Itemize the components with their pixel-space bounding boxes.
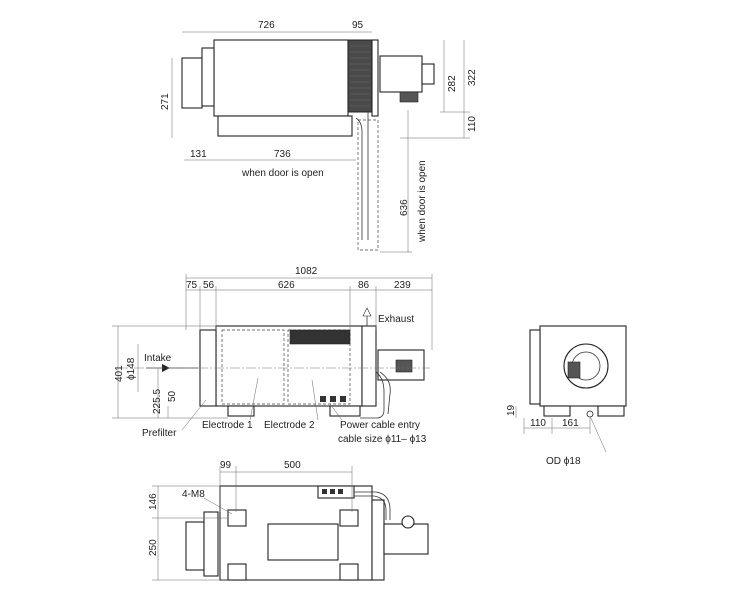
dim-282: 282: [447, 75, 458, 92]
label-electrode-2: Electrode 2: [264, 420, 315, 431]
dim-636: 636: [399, 199, 410, 216]
side-motor-box: [567, 361, 581, 379]
dim-736: 736: [274, 149, 291, 160]
dim-161: 161: [562, 418, 579, 429]
top-motor-cap: [421, 63, 435, 85]
label-power-cable-entry: Power cable entry: [340, 420, 420, 431]
door-swing-outline: [357, 119, 379, 251]
side-door-panel: [529, 329, 541, 405]
side-foot-left: [543, 405, 571, 417]
dim-110-side: 110: [530, 418, 546, 429]
dim-225-5: 225.5: [152, 389, 163, 414]
dim-56: 56: [203, 280, 215, 291]
top-intake-duct: [181, 57, 203, 109]
drain-port: [586, 410, 594, 418]
dim-86: 86: [358, 280, 370, 291]
top-main-body: [213, 39, 349, 117]
top-cable-pipe: [355, 112, 369, 240]
dim-99: 99: [220, 460, 232, 471]
dim-phi148: ϕ148: [126, 357, 137, 380]
bottom-fan-motor: [383, 523, 429, 555]
bottom-cable-pipe: [354, 491, 391, 520]
label-4-m8: 4-M8: [182, 489, 205, 500]
foot-pad-1: [227, 509, 247, 527]
dim-146: 146: [148, 493, 159, 510]
dim-75: 75: [186, 280, 198, 291]
dim-726: 726: [258, 20, 275, 31]
bottom-motor-cap: [401, 515, 415, 529]
dim-110: 110: [467, 116, 478, 132]
label-prefilter: Prefilter: [142, 428, 177, 439]
dim-95: 95: [352, 20, 364, 31]
top-fan-motor: [379, 55, 423, 93]
bottom-intake-duct: [185, 521, 205, 571]
dim-131: 131: [190, 149, 207, 160]
bottom-view: 99 500 146 250 4-M8: [148, 460, 429, 581]
top-base-rail: [217, 115, 353, 137]
label-electrode-1: Electrode 1: [202, 420, 253, 431]
dim-401: 401: [114, 365, 125, 382]
dim-1082: 1082: [295, 266, 318, 277]
dim-271: 271: [160, 93, 171, 110]
dim-239: 239: [394, 280, 411, 291]
front-foot-right: [329, 405, 361, 417]
dim-626: 626: [278, 280, 295, 291]
bottom-intake-flange: [203, 511, 219, 577]
top-junction-box: [399, 91, 419, 103]
side-foot-right: [597, 405, 625, 417]
note-door-open-vertical: when door is open: [417, 160, 428, 243]
dim-250: 250: [148, 539, 159, 556]
dim-500: 500: [284, 460, 301, 471]
label-od-phi18: OD ϕ18: [546, 456, 581, 467]
bottom-center-panel: [267, 523, 339, 561]
front-exhaust-frame: [361, 325, 377, 407]
top-exhaust-frame: [371, 39, 379, 117]
foot-pad-3: [227, 563, 247, 581]
dim-50: 50: [167, 390, 178, 402]
foot-pad-2: [339, 509, 359, 527]
nameplate: [289, 329, 351, 345]
label-intake: Intake: [144, 353, 172, 364]
dim-19: 19: [506, 404, 517, 416]
front-motor-box: [395, 359, 413, 373]
label-cable-size: cable size ϕ11– ϕ13: [338, 434, 427, 445]
front-view: 1082 75 56 626 86 239 401 ϕ148 225.5 50 …: [112, 266, 433, 445]
top-intake-flange: [201, 47, 215, 107]
bottom-exhaust-frame: [371, 499, 385, 581]
dim-322: 322: [467, 69, 478, 86]
front-foot-left: [227, 405, 255, 417]
side-view: 19 110 161 OD ϕ18: [506, 325, 627, 467]
label-exhaust: Exhaust: [378, 314, 414, 325]
top-view: 726 95 282 322 271 110 131 736 when door…: [160, 20, 478, 253]
foot-pad-4: [339, 563, 359, 581]
note-door-open-horizontal: when door is open: [241, 168, 324, 179]
front-cable-pipe: [360, 371, 391, 419]
